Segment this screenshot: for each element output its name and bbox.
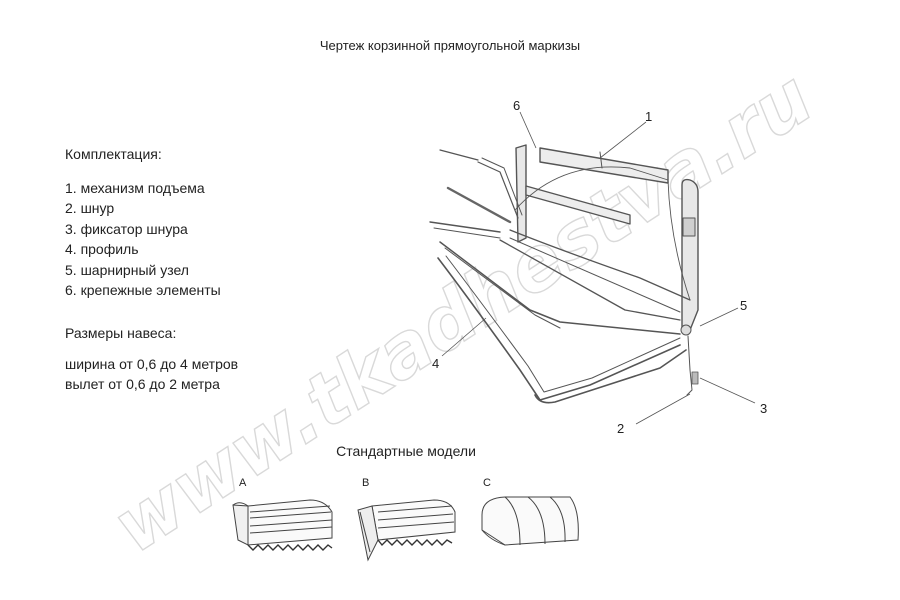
- models-heading: Стандартные модели: [336, 443, 476, 459]
- callout-3: 3: [760, 401, 767, 416]
- model-b-sketch: [357, 499, 456, 562]
- kit-list: 1. механизм подъема 2. шнур 3. фиксатор …: [65, 178, 221, 300]
- model-a-sketch: [232, 499, 333, 551]
- kit-item: 1. механизм подъема: [65, 180, 205, 196]
- sizes-list: ширина от 0,6 до 4 метров вылет от 0,6 д…: [65, 354, 238, 395]
- model-c-sketch: [481, 496, 579, 546]
- sizes-heading: Размеры навеса:: [65, 325, 177, 341]
- kit-heading: Комплектация:: [65, 146, 162, 162]
- callout-1: 1: [645, 109, 652, 124]
- callout-5: 5: [740, 298, 747, 313]
- size-item: вылет от 0,6 до 2 метра: [65, 376, 220, 393]
- callout-4: 4: [432, 356, 439, 371]
- callout-2: 2: [617, 421, 624, 436]
- kit-item: 3. фиксатор шнура: [65, 220, 188, 237]
- kit-item: 6. крепежные элементы: [65, 282, 221, 299]
- model-label-c: C: [483, 477, 491, 489]
- kit-item: 5. шарнирный узел: [65, 261, 189, 278]
- kit-item: 4. профиль: [65, 241, 139, 258]
- callout-6: 6: [513, 98, 520, 113]
- size-item: ширина от 0,6 до 4 метров: [65, 356, 239, 372]
- model-label-b: B: [362, 477, 370, 489]
- kit-item: 2. шнур: [65, 200, 115, 217]
- model-label-a: A: [239, 477, 247, 489]
- page-title: Чертеж корзинной прямоугольной маркизы: [319, 38, 581, 53]
